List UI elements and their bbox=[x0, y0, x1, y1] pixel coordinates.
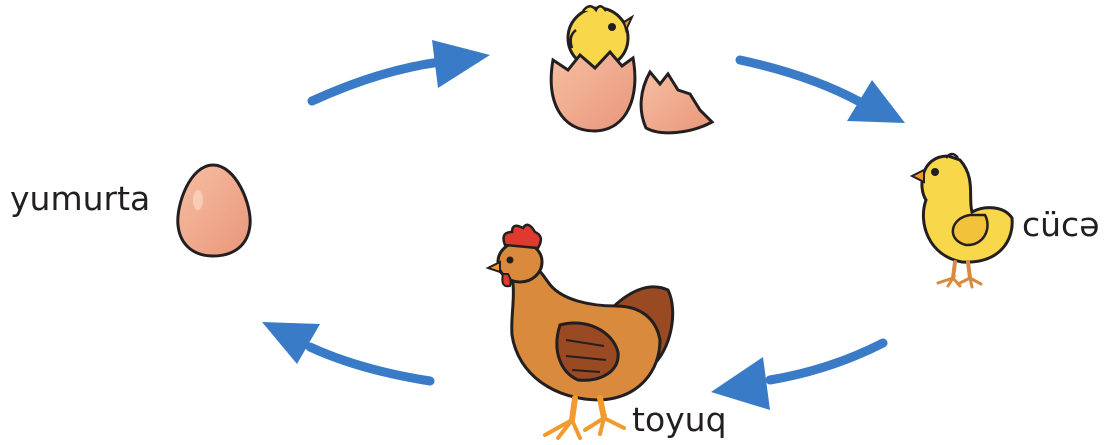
arrow-chick-to-hen bbox=[711, 338, 888, 410]
arrow-hen-to-egg bbox=[262, 322, 435, 386]
hen-stage-label: toyuq bbox=[632, 400, 727, 439]
chick-icon bbox=[909, 152, 1014, 289]
hen-icon bbox=[485, 223, 675, 440]
hatching-chick-icon bbox=[549, 5, 715, 135]
egg-stage-label: yumurta bbox=[10, 179, 151, 218]
arrow-egg-to-hatching bbox=[307, 40, 490, 106]
egg-icon bbox=[176, 163, 252, 258]
chick-stage-label: cücə bbox=[1022, 205, 1100, 244]
arrow-hatching-to-chick bbox=[735, 55, 905, 123]
